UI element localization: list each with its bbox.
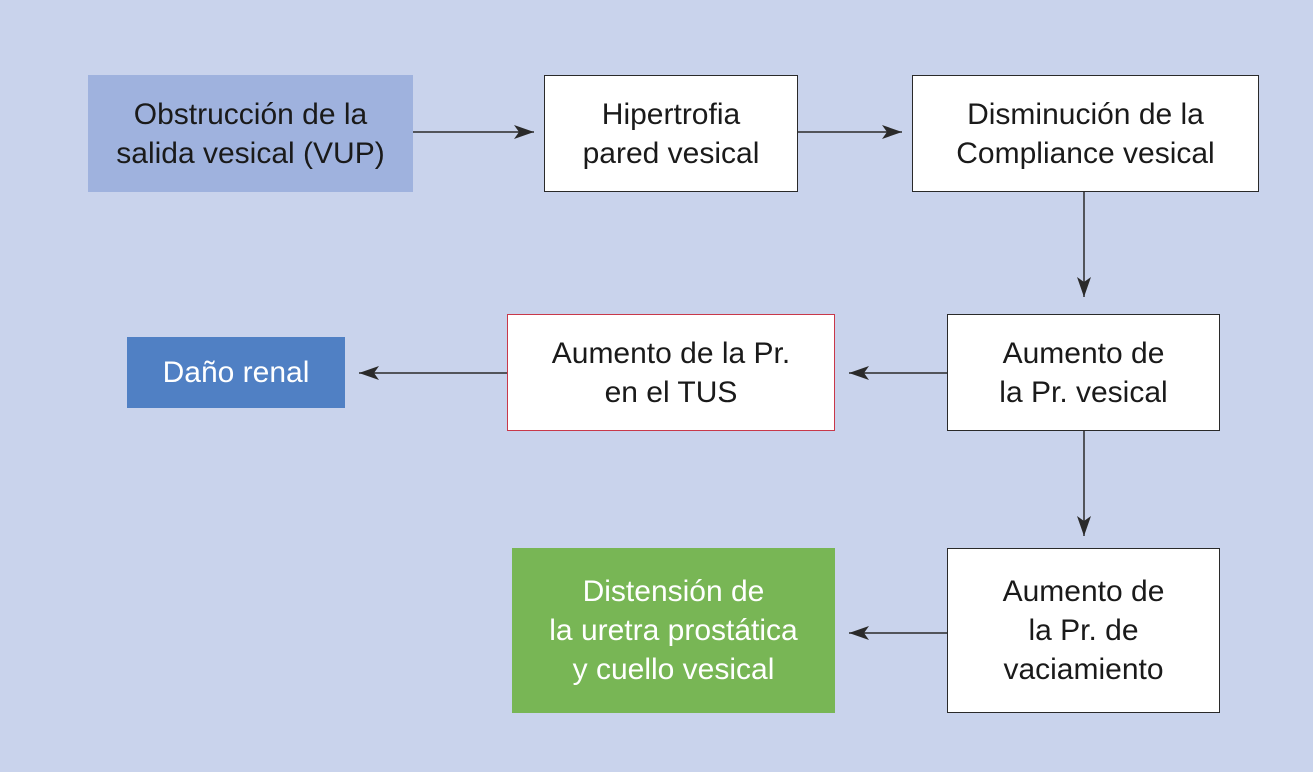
node-aumento-pr-tus-label: Aumento de la Pr. en el TUS <box>551 336 791 409</box>
node-obstruccion-label: Obstrucción de la salida vesical (VUP) <box>116 97 385 170</box>
node-dano-renal-label: Daño renal <box>162 356 310 389</box>
node-obstruccion-salida-vesical: Obstrucción de la salida vesical (VUP) <box>88 75 413 192</box>
node-disminucion-compliance: Disminución de la Compliance vesical <box>912 75 1259 192</box>
node-aumento-pr-vesical-label: Aumento de la Pr. vesical <box>999 336 1168 409</box>
node-hipertrofia-pared-vesical: Hipertrofia pared vesical <box>544 75 798 192</box>
node-aumento-pr-vaciamiento-label: Aumento de la Pr. de vaciamiento <box>1002 575 1165 686</box>
node-aumento-pr-vaciamiento: Aumento de la Pr. de vaciamiento <box>947 548 1220 713</box>
node-hipertrofia-label: Hipertrofia pared vesical <box>582 97 760 170</box>
node-aumento-pr-tus: Aumento de la Pr. en el TUS <box>507 314 835 431</box>
node-disminucion-label: Disminución de la Compliance vesical <box>956 97 1215 170</box>
node-dano-renal: Daño renal <box>127 337 345 408</box>
node-aumento-pr-vesical: Aumento de la Pr. vesical <box>947 314 1220 431</box>
node-distension-uretra: Distensión de la uretra prostática y cue… <box>512 548 835 713</box>
node-distension-label: Distensión de la uretra prostática y cue… <box>549 575 798 686</box>
